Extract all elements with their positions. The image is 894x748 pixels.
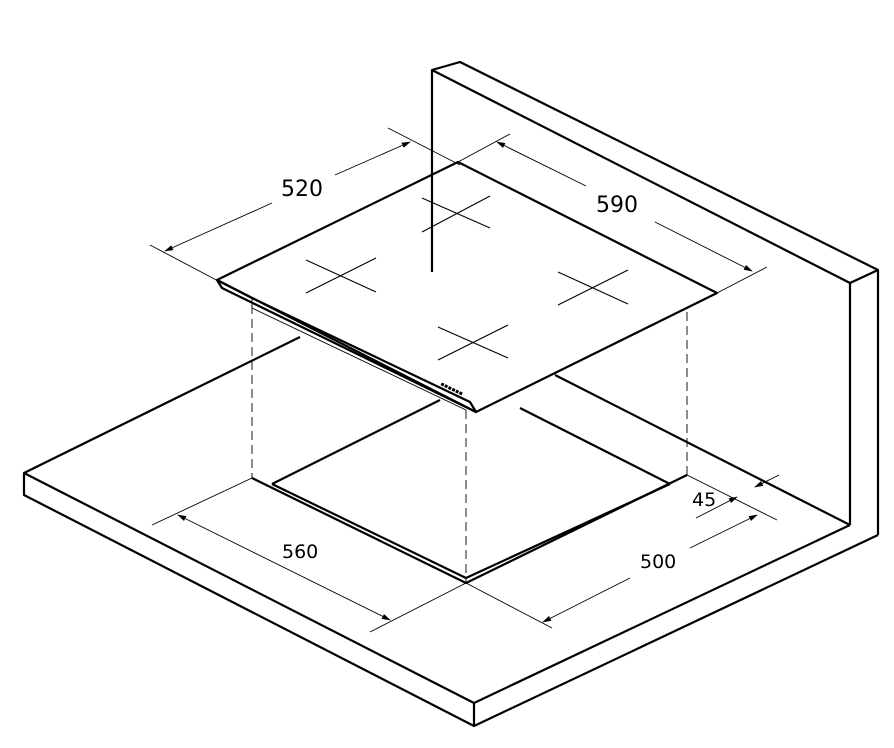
dimension-45: 45 [692, 474, 780, 519]
dimension-label-590: 590 [596, 193, 638, 218]
dimension-label-560: 560 [282, 541, 318, 563]
projection-lines [251, 305, 688, 583]
burner-front [437, 324, 509, 361]
dimension-label-500: 500 [640, 551, 676, 573]
burner-left [305, 257, 377, 294]
dimension-520: 520 [149, 127, 461, 284]
burner-right [557, 269, 629, 306]
dimension-590: 590 [457, 133, 768, 294]
countertop [22, 336, 879, 728]
dimension-500: 500 [465, 474, 778, 629]
dimension-label-45: 45 [692, 489, 716, 511]
dimension-560: 560 [151, 477, 467, 633]
burner-back [421, 195, 491, 233]
dimension-label-520: 520 [281, 177, 323, 202]
back-wall [430, 60, 880, 535]
